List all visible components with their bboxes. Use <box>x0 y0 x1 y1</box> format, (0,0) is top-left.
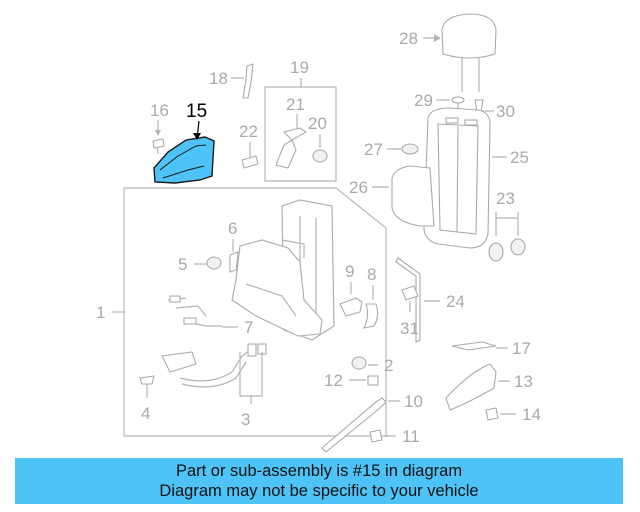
callout-17[interactable]: 17 <box>512 339 531 358</box>
part-20-bushing[interactable] <box>312 149 328 163</box>
part-14-screw[interactable] <box>485 407 499 421</box>
part-15-highlighted[interactable] <box>153 136 215 184</box>
part-16-bolt[interactable] <box>152 120 165 155</box>
banner-line-2: Diagram may not be specific to your vehi… <box>159 482 479 500</box>
callout-21[interactable]: 21 <box>286 95 305 114</box>
part-17-trim[interactable] <box>451 341 497 351</box>
callout-7[interactable]: 7 <box>244 318 253 337</box>
part-26-cover[interactable] <box>391 165 435 227</box>
part-3-rail-assembly[interactable] <box>161 343 267 388</box>
part-4-bolt[interactable] <box>139 375 155 398</box>
part-6-clip[interactable] <box>229 251 239 273</box>
part-25-seatback[interactable] <box>423 107 491 249</box>
callout-20[interactable]: 20 <box>308 114 327 133</box>
callout-15[interactable]: 15 <box>186 101 207 122</box>
part-11-bolt[interactable] <box>369 429 383 443</box>
callout-23[interactable]: 23 <box>496 189 515 208</box>
part-18-bracket[interactable] <box>242 63 254 99</box>
leader-23 <box>495 212 519 219</box>
part-21-lever[interactable] <box>275 127 308 169</box>
part-9-bracket[interactable] <box>339 297 363 317</box>
callout-24[interactable]: 24 <box>446 292 465 311</box>
part-2-nut[interactable] <box>351 356 367 370</box>
callout-9[interactable]: 9 <box>345 262 354 281</box>
callout-16[interactable]: 16 <box>150 101 169 120</box>
callout-8[interactable]: 8 <box>367 265 376 284</box>
callout-25[interactable]: 25 <box>510 148 529 167</box>
part-27-clip[interactable] <box>401 143 419 155</box>
part-29-guide[interactable] <box>451 96 465 108</box>
callout-1[interactable]: 1 <box>96 303 105 322</box>
part-28-headrest[interactable] <box>441 13 497 92</box>
part-10-rod[interactable] <box>321 397 387 453</box>
callout-5[interactable]: 5 <box>178 255 187 274</box>
box-19 <box>264 86 337 182</box>
part-7-cable[interactable] <box>167 295 222 327</box>
callout-28[interactable]: 28 <box>399 29 418 48</box>
callout-3[interactable]: 3 <box>241 410 250 429</box>
callout-26[interactable]: 26 <box>349 178 368 197</box>
callout-14[interactable]: 14 <box>522 405 541 424</box>
part-23-grommets[interactable] <box>488 238 526 262</box>
callout-30[interactable]: 30 <box>496 102 515 121</box>
info-banner: Part or sub-assembly is #15 in diagram D… <box>15 458 623 504</box>
callout-11[interactable]: 11 <box>402 427 420 446</box>
callout-27[interactable]: 27 <box>364 140 383 159</box>
callout-6[interactable]: 6 <box>228 219 237 238</box>
part-8-cover[interactable] <box>363 303 379 329</box>
callout-19[interactable]: 19 <box>290 58 309 77</box>
callout-29[interactable]: 29 <box>414 91 433 110</box>
callout-10[interactable]: 10 <box>404 392 423 411</box>
part-13-cover[interactable] <box>445 363 497 411</box>
part-12-bolt[interactable] <box>367 375 379 386</box>
box-1 <box>123 187 387 437</box>
seat-frame[interactable] <box>231 199 335 341</box>
banner-line-1: Part or sub-assembly is #15 in diagram <box>175 462 463 480</box>
arrow-15 <box>193 133 201 140</box>
callout-31[interactable]: 31 <box>400 319 419 338</box>
callout-22[interactable]: 22 <box>239 122 258 141</box>
callout-2[interactable]: 2 <box>384 356 393 375</box>
part-22-bolt[interactable] <box>241 155 259 169</box>
part-5-nut[interactable] <box>206 256 222 270</box>
part-24-trim-strip[interactable] <box>395 257 421 343</box>
callout-12[interactable]: 12 <box>324 371 343 390</box>
leader-3 <box>239 352 263 397</box>
callout-13[interactable]: 13 <box>514 372 533 391</box>
part-31-clip[interactable] <box>401 285 419 301</box>
callout-18[interactable]: 18 <box>209 69 228 88</box>
callout-4[interactable]: 4 <box>141 404 150 423</box>
